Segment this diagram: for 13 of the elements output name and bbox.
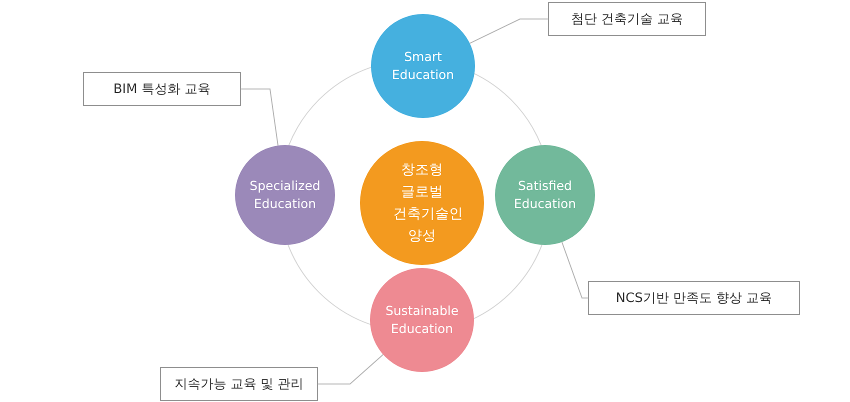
label-box: 첨단 건축기술 교육 bbox=[548, 2, 706, 36]
label-box: BIM 특성화 교육 bbox=[83, 72, 241, 106]
education-circle: 창조형 글로벌 건축기술인 양성 bbox=[360, 141, 484, 265]
education-circle: Smart Education bbox=[371, 14, 475, 118]
label-box: 지속가능 교육 및 관리 bbox=[160, 367, 318, 401]
education-circle: Sustainable Education bbox=[370, 268, 474, 372]
leader-line bbox=[469, 18, 548, 44]
education-circle: Specialized Education bbox=[235, 145, 335, 245]
education-circle: Satisfied Education bbox=[495, 145, 595, 245]
label-box: NCS기반 만족도 향상 교육 bbox=[588, 281, 800, 315]
leader-line bbox=[561, 242, 588, 298]
leader-line bbox=[318, 354, 384, 384]
leader-line bbox=[240, 88, 278, 146]
